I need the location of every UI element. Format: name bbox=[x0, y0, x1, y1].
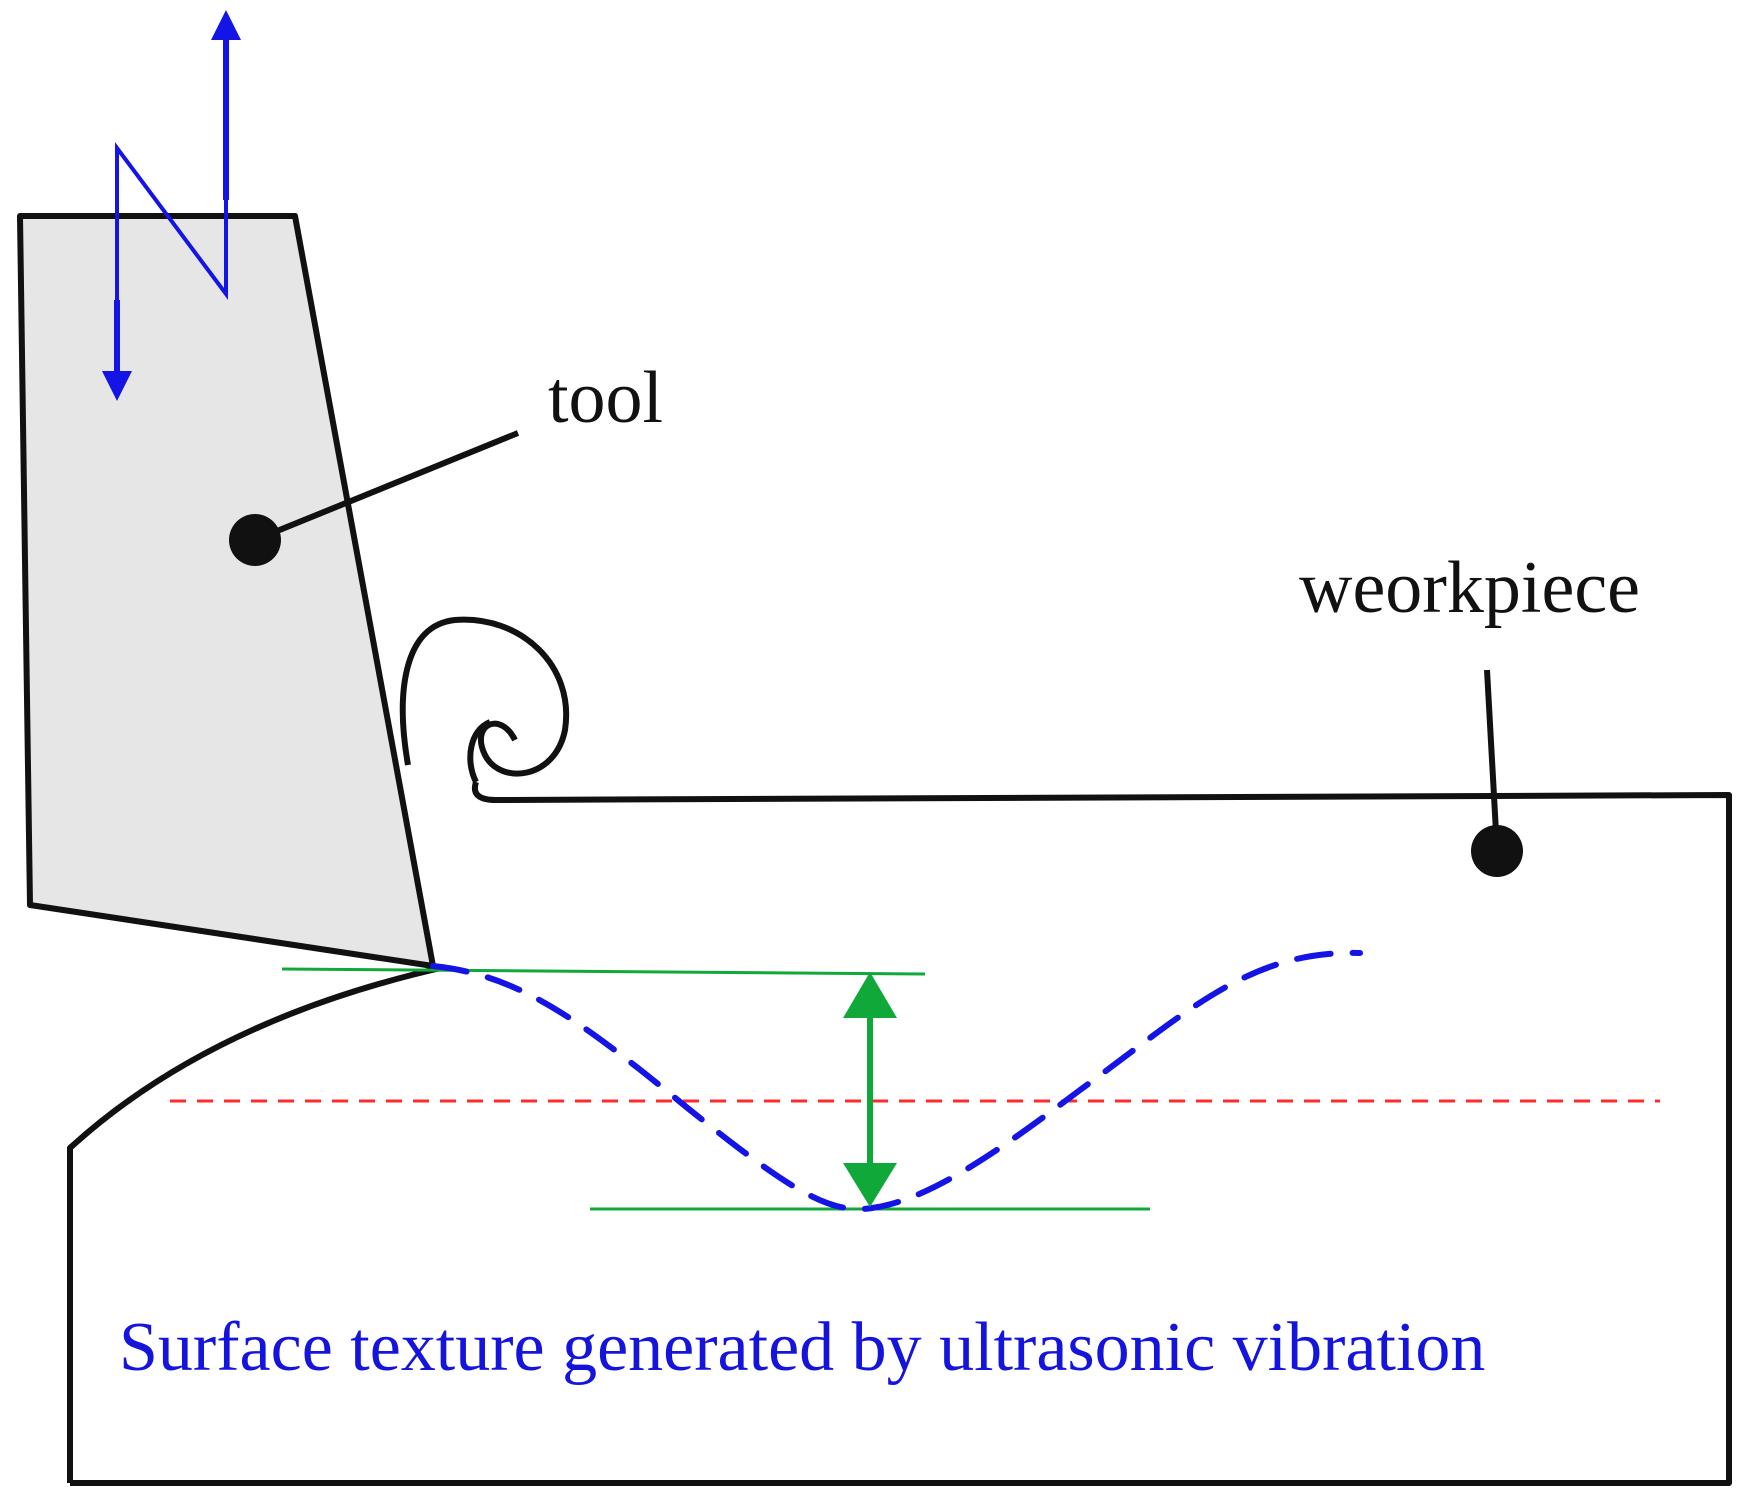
tool-leader-line bbox=[253, 430, 520, 543]
vibration-trajectory bbox=[430, 949, 1363, 1213]
workpiece-marker-dot bbox=[1471, 825, 1523, 877]
chip-curl bbox=[399, 616, 570, 777]
amplitude-arrow-up-icon bbox=[843, 972, 897, 1018]
workpiece-label: weorkpiece bbox=[1299, 547, 1640, 629]
tool-marker-dot bbox=[229, 514, 281, 566]
upper-bound-line bbox=[281, 967, 926, 976]
cutting-tool bbox=[17, 213, 436, 969]
surface-texture-caption: Surface texture generated by ultrasonic … bbox=[119, 1309, 1485, 1386]
chip-root bbox=[467, 719, 492, 784]
amplitude-arrow-down-icon bbox=[843, 1163, 897, 1207]
workpiece-body bbox=[67, 781, 1732, 1486]
tool-label: tool bbox=[548, 357, 663, 439]
workpiece-leader-line bbox=[1484, 669, 1500, 851]
